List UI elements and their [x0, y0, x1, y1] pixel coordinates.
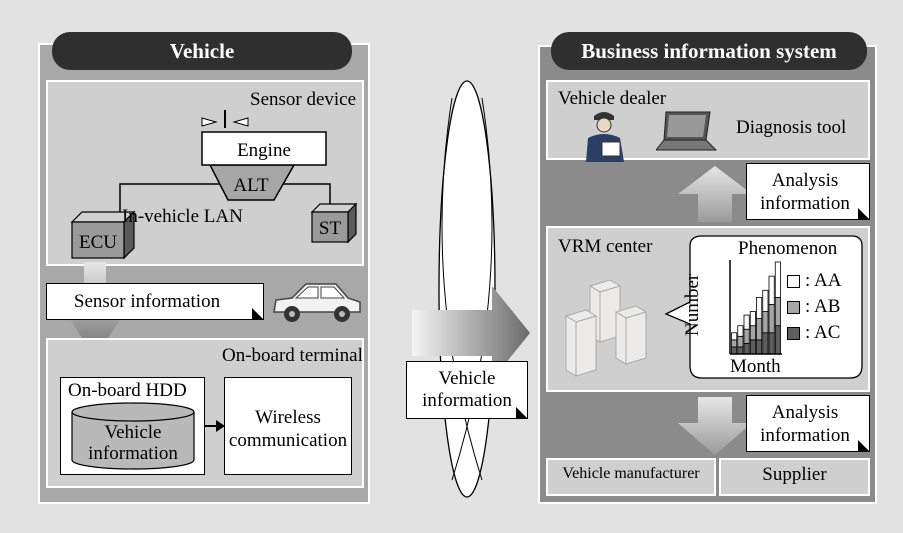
chart-bar-segment — [774, 296, 781, 327]
hdd-to-wireless-arrow — [204, 420, 225, 432]
analysis-information-bottom-note: Analysis information — [746, 395, 870, 452]
chart-bar-segment — [737, 346, 744, 355]
middle-vehicle-information-note: Vehicle information — [406, 361, 528, 419]
wireless-transmission-lens — [412, 80, 530, 498]
chart-bar-segment — [774, 325, 781, 355]
ecu-box: ECU — [70, 210, 136, 260]
legend-swatch — [787, 274, 800, 288]
business-title: Business information system — [551, 32, 867, 70]
chart-bar-segment — [737, 335, 744, 348]
sensor-information-note: Sensor information — [46, 283, 264, 320]
st-label: ST — [319, 218, 342, 239]
analysis-information-bottom-label: Analysis information — [760, 402, 850, 446]
legend-label: : AC — [805, 322, 841, 343]
engine-assembly: Engine ALT — [119, 110, 331, 218]
car-icon — [273, 283, 361, 322]
legend-item: : AB — [787, 294, 841, 320]
chart-bar-segment — [762, 289, 769, 312]
transmission-arrow — [412, 286, 530, 380]
laptop-icon — [656, 111, 718, 151]
vehicle-title: Vehicle — [52, 32, 352, 70]
wireless-communication-box — [224, 377, 352, 475]
chart-legend: : AA : AB : AC — [787, 268, 841, 346]
chart-bar-segment — [774, 261, 781, 298]
st-box: ST — [310, 202, 358, 244]
onboard-hdd-label: On-board HDD — [68, 380, 187, 401]
vehicle-manufacturer-box — [546, 458, 716, 496]
chart-bar-segment — [743, 342, 750, 355]
chart-xlabel: Month — [730, 356, 781, 377]
vehicle-dealer-label: Vehicle dealer — [558, 88, 667, 109]
chart-bar-segment — [762, 332, 769, 355]
supplier-label: Supplier — [762, 464, 827, 485]
engine-label: Engine — [237, 140, 291, 161]
legend-swatch — [787, 300, 800, 314]
down-arrow-analysis — [678, 397, 752, 455]
sensor-device-label: Sensor device — [250, 89, 357, 110]
legend-swatch — [787, 326, 800, 340]
chart-bar-segment — [731, 346, 738, 355]
chart-bar-segment — [762, 311, 769, 334]
ecu-label: ECU — [79, 232, 117, 253]
legend-label: : AA — [805, 270, 842, 291]
supplier-box — [719, 458, 870, 496]
in-vehicle-lan-label: In-vehicle LAN — [122, 206, 243, 227]
phenomenon-chart — [729, 260, 782, 355]
lan-line-left — [119, 183, 234, 218]
analysis-information-top-note: Analysis information — [746, 163, 870, 220]
chart-bar-segment — [749, 325, 756, 341]
chart-bar-segment — [749, 339, 756, 355]
sensor-icon — [201, 110, 249, 128]
sensor-information-label: Sensor information — [73, 291, 221, 312]
vehicle-manufacturer-label: Vehicle manufacturer — [562, 465, 700, 482]
chart-bar-segment — [737, 325, 744, 337]
chart-bar-segment — [756, 296, 763, 320]
chart-bar-segment — [731, 339, 738, 348]
database-cylinder-icon — [71, 402, 195, 470]
wireless-communication-label: Wireless communication — [228, 407, 348, 451]
chart-bar-segment — [768, 332, 775, 355]
up-arrow-analysis — [678, 166, 752, 222]
engine-box — [201, 131, 327, 166]
legend-item: : AC — [787, 320, 841, 346]
chart-bar-segment — [756, 318, 763, 341]
phenomenon-label: Phenomenon — [738, 238, 838, 259]
diagnosis-tool-label: Diagnosis tool — [736, 117, 847, 138]
alt-label: ALT — [233, 175, 269, 196]
hdd-vehicle-information-label: Vehicle information — [88, 422, 178, 464]
chart-bar-segment — [756, 339, 763, 355]
vrm-center-label: VRM center — [558, 236, 653, 257]
chart-ylabel: Number — [682, 273, 703, 336]
chart-bar-segment — [743, 328, 750, 344]
middle-vehicle-information-label: Vehicle information — [422, 368, 512, 411]
chart-bar-segment — [743, 314, 750, 330]
chart-bar-segment — [768, 304, 775, 334]
chart-bar-segment — [768, 275, 775, 305]
mechanic-person-icon — [586, 112, 624, 162]
legend-label: : AB — [805, 296, 841, 317]
chart-bar-segment — [731, 332, 738, 341]
server-rack-icon — [564, 280, 648, 377]
legend-item: : AA — [787, 268, 841, 294]
chart-bar-segment — [749, 311, 756, 327]
analysis-information-top-label: Analysis information — [760, 170, 850, 214]
onboard-terminal-label: On-board terminal — [222, 345, 363, 366]
